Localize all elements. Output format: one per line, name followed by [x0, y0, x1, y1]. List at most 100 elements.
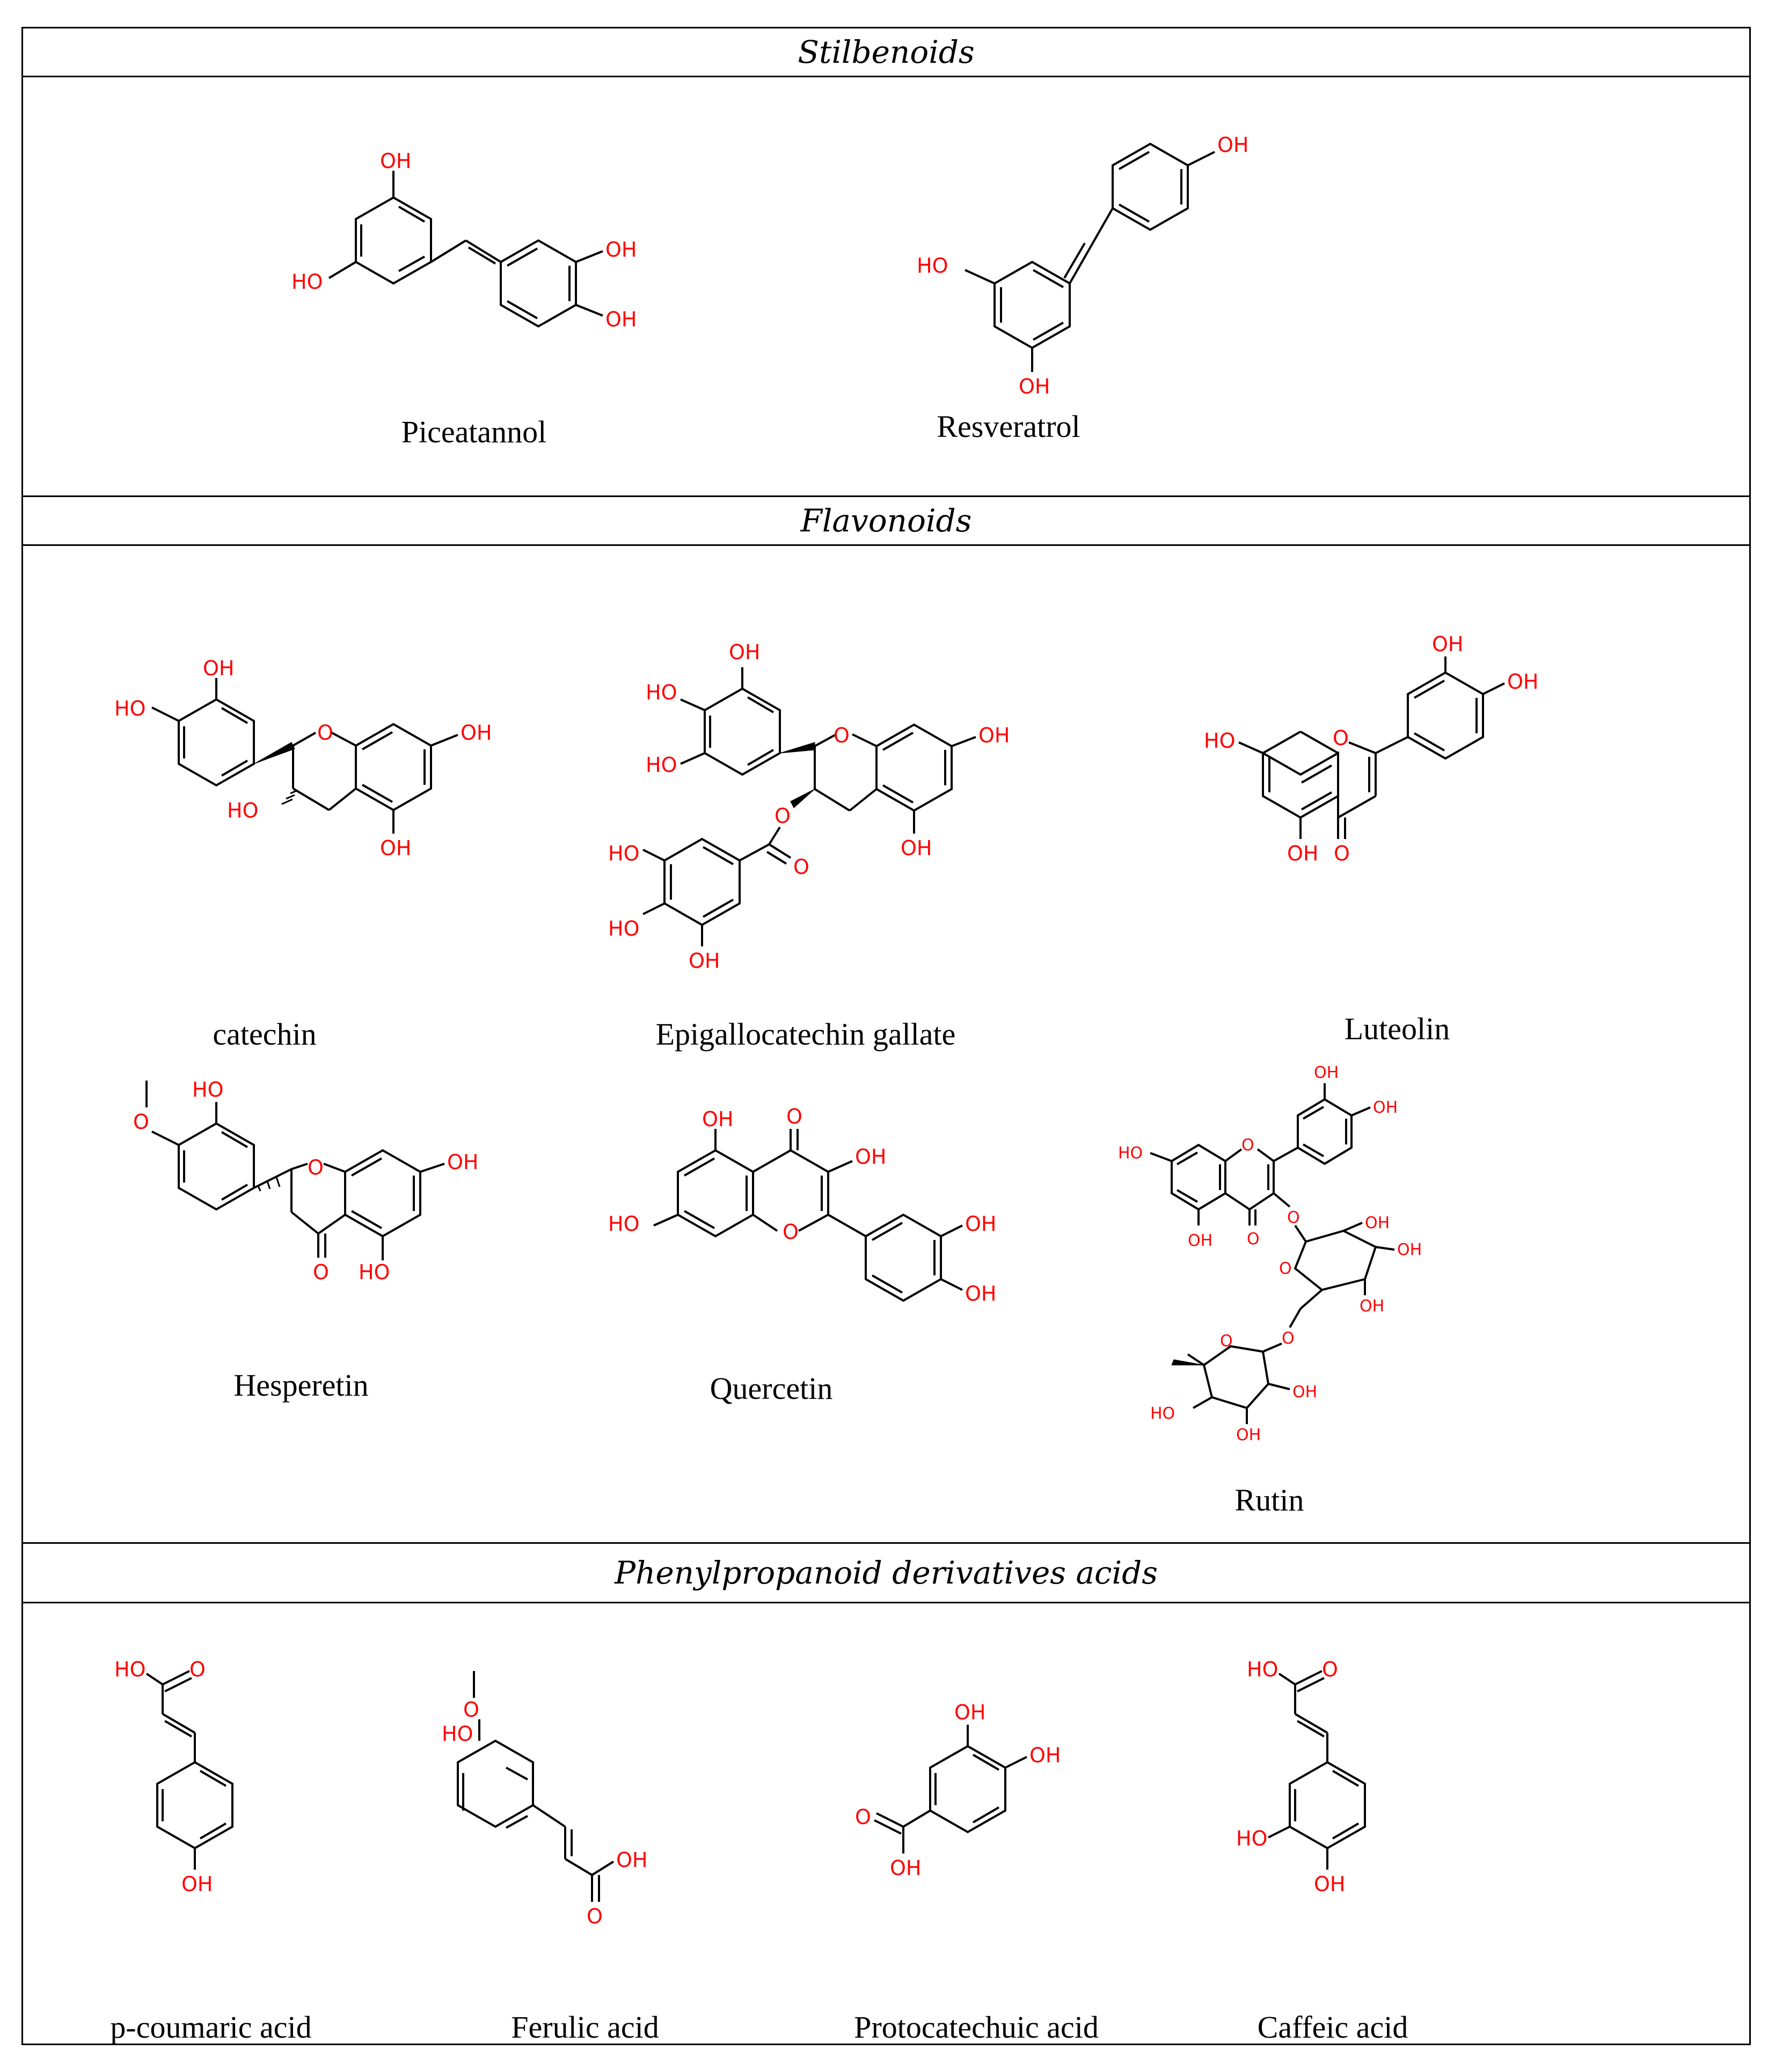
svg-text:OH: OH — [1287, 842, 1318, 865]
svg-text:OH: OH — [689, 949, 720, 973]
compound-label-p-coumaric: p-coumaric acid — [110, 2010, 312, 2045]
compound-label-hesperetin: Hesperetin — [233, 1368, 369, 1403]
compound-label-egcg: Epigallocatechin gallate — [655, 1017, 956, 1052]
egcg-structure: OH HO HO O OH OH O O — [608, 640, 1010, 973]
svg-text:OH: OH — [1360, 1297, 1384, 1316]
compound-label-catechin: catechin — [213, 1017, 317, 1052]
svg-text:O: O — [308, 1156, 324, 1179]
svg-text:OH: OH — [605, 308, 637, 331]
svg-text:HO: HO — [608, 842, 639, 865]
compound-label-ferulic: Ferulic acid — [511, 2010, 659, 2045]
svg-text:OH: OH — [1188, 1231, 1212, 1250]
svg-text:O: O — [786, 1105, 802, 1128]
svg-text:O: O — [1287, 1208, 1300, 1227]
svg-text:OH: OH — [729, 640, 760, 664]
svg-text:HO: HO — [114, 697, 145, 720]
svg-text:O: O — [783, 1220, 799, 1244]
svg-text:O: O — [1282, 1329, 1295, 1348]
svg-text:O: O — [1334, 842, 1350, 865]
svg-text:HO: HO — [192, 1078, 223, 1101]
svg-text:OH: OH — [447, 1150, 478, 1174]
svg-text:OH: OH — [855, 1145, 886, 1169]
rutin-structure: HO OH O O OH OH O OH OH OH O — [1118, 1063, 1422, 1444]
svg-text:HO: HO — [646, 681, 677, 704]
svg-text:HO: HO — [359, 1260, 390, 1284]
svg-text:O: O — [133, 1110, 149, 1134]
svg-text:HO: HO — [1150, 1404, 1175, 1423]
svg-text:HO: HO — [227, 799, 258, 822]
svg-text:HO: HO — [608, 1212, 639, 1236]
compound-label-resveratrol: Resveratrol — [937, 409, 1080, 444]
svg-text:OH: OH — [203, 656, 234, 680]
svg-text:OH: OH — [1365, 1214, 1390, 1232]
quercetin-structure: OH HO O O OH OH OH — [608, 1105, 996, 1305]
svg-text:OH: OH — [1217, 133, 1248, 157]
svg-text:OH: OH — [702, 1107, 733, 1131]
svg-text:HO: HO — [1236, 1827, 1267, 1850]
svg-text:OH: OH — [965, 1212, 996, 1236]
divider — [23, 495, 1749, 497]
svg-text:OH: OH — [616, 1848, 647, 1872]
section-header-stilbenoids: Stilbenoids — [798, 34, 975, 70]
svg-text:O: O — [463, 1698, 479, 1721]
svg-text:OH: OH — [901, 836, 932, 860]
svg-text:OH: OH — [380, 149, 411, 173]
svg-text:HO: HO — [442, 1722, 473, 1746]
section-header-flavonoids: Flavonoids — [800, 502, 972, 539]
svg-text:O: O — [1220, 1332, 1233, 1351]
divider — [23, 1542, 1749, 1544]
svg-text:OH: OH — [1236, 1426, 1261, 1444]
compound-label-luteolin: Luteolin — [1344, 1011, 1450, 1046]
svg-text:O: O — [313, 1260, 329, 1284]
svg-text:O: O — [1247, 1230, 1260, 1249]
svg-text:O: O — [793, 855, 809, 879]
svg-text:OH: OH — [890, 1856, 921, 1880]
divider — [23, 1602, 1749, 1603]
svg-text:O: O — [317, 721, 333, 745]
svg-text:HO: HO — [291, 270, 323, 294]
svg-text:OH: OH — [181, 1872, 213, 1896]
catechin-structure: OH HO O HO OH OH — [114, 656, 492, 860]
svg-text:OH: OH — [1373, 1098, 1398, 1117]
svg-text:OH: OH — [965, 1282, 996, 1305]
svg-text:HO: HO — [917, 254, 948, 278]
svg-text:O: O — [1322, 1658, 1338, 1681]
svg-text:O: O — [587, 1905, 603, 1928]
svg-text:OH: OH — [461, 721, 492, 745]
svg-text:O: O — [1279, 1259, 1292, 1278]
svg-text:OH: OH — [1314, 1063, 1339, 1082]
divider — [23, 76, 1749, 77]
hesperetin-structure: O HO O O OH HO — [133, 1078, 478, 1284]
svg-text:OH: OH — [954, 1701, 985, 1724]
svg-text:HO: HO — [608, 917, 639, 940]
svg-text:O: O — [189, 1658, 206, 1681]
luteolin-structure: O O OH HO OH OH — [1204, 632, 1538, 865]
compound-table: Stilbenoids Flavonoids Phenylpropanoid d… — [21, 27, 1751, 2045]
compound-label-protocatechuic: Protocatechuic acid — [854, 2010, 1099, 2045]
svg-text:OH: OH — [605, 238, 637, 261]
svg-text:OH: OH — [380, 836, 411, 860]
svg-text:HO: HO — [1247, 1658, 1278, 1681]
resveratrol-structure: OH HO OH — [917, 133, 1248, 398]
svg-text:OH: OH — [1432, 632, 1463, 656]
svg-text:O: O — [775, 804, 791, 828]
caffeic-structure: HO O HO OH — [1236, 1658, 1366, 1896]
protocatechuic-structure: OH OH O OH — [855, 1701, 1061, 1880]
compound-label-piceatannol: Piceatannol — [401, 414, 547, 449]
compound-label-quercetin: Quercetin — [710, 1371, 833, 1406]
svg-text:O: O — [834, 724, 850, 747]
svg-text:OH: OH — [1507, 670, 1538, 694]
svg-text:OH: OH — [1292, 1383, 1317, 1402]
svg-text:HO: HO — [114, 1658, 145, 1681]
p-coumaric-structure: HO O OH — [114, 1658, 233, 1896]
compound-label-rutin: Rutin — [1234, 1483, 1304, 1517]
svg-text:OH: OH — [1019, 375, 1050, 398]
svg-text:HO: HO — [646, 753, 677, 777]
svg-text:O: O — [855, 1805, 871, 1829]
svg-text:OH: OH — [1314, 1872, 1345, 1896]
ferulic-structure: O HO OH O — [442, 1671, 647, 1928]
svg-text:O: O — [1241, 1136, 1254, 1155]
piceatannol-structure: OH HO OH OH — [291, 149, 637, 331]
svg-text:O: O — [1333, 726, 1349, 750]
svg-text:HO: HO — [1204, 729, 1235, 753]
